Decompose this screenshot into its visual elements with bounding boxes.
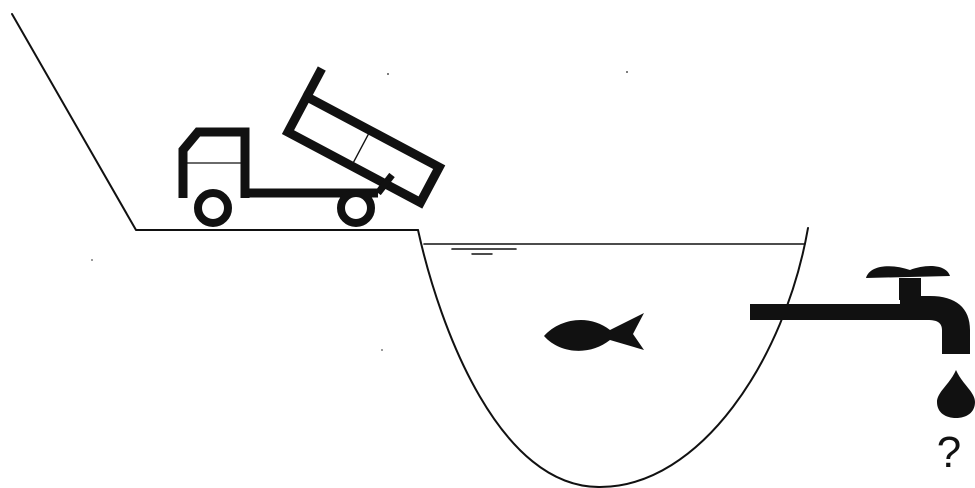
faucet-body xyxy=(900,296,970,354)
scan-specks xyxy=(91,71,628,351)
pond-basin-outline xyxy=(417,227,809,488)
drain-pipe xyxy=(750,304,910,320)
truck-wheel-front xyxy=(194,189,232,227)
fish-icon xyxy=(544,313,644,351)
ground xyxy=(11,13,419,231)
question-mark-label: ? xyxy=(936,428,962,477)
truck-hinge xyxy=(375,172,395,196)
faucet-stem xyxy=(899,278,921,300)
truck-dump-bed xyxy=(281,66,446,209)
faucet-handle xyxy=(866,266,950,278)
hill-slope-line xyxy=(11,13,419,231)
dump-truck-icon xyxy=(178,66,446,227)
water-drop-icon xyxy=(937,370,975,418)
truck-wheel-rear xyxy=(337,189,375,227)
faucet-icon xyxy=(750,266,970,354)
pond xyxy=(417,227,809,488)
truck-cab xyxy=(178,127,250,198)
